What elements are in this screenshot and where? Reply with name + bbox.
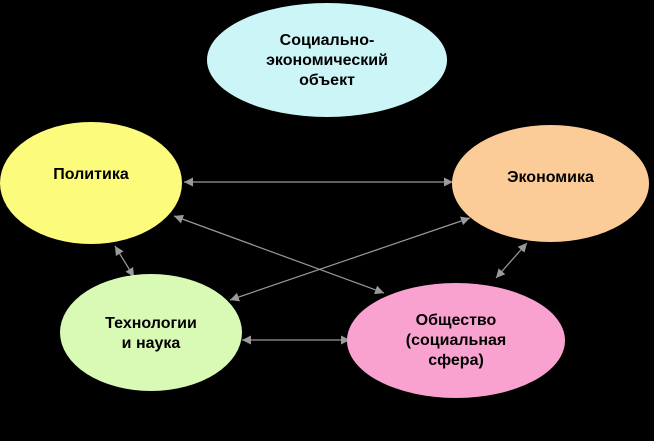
node-technology-science: Технологии и наука	[60, 274, 242, 391]
node-politics: Политика	[0, 122, 182, 244]
node-label: Экономика	[507, 168, 594, 186]
node-label: Общество (социальная сфера)	[405, 311, 507, 369]
node-society: Общество (социальная сфера)	[347, 283, 565, 398]
node-label: Технологии и наука	[105, 314, 197, 352]
node-socio-economic-object: Социально- экономический объект	[207, 3, 447, 117]
node-label: Политика	[53, 166, 129, 183]
edge-politics-society	[173, 214, 385, 295]
edge-economy-tech	[229, 216, 471, 302]
edge-politics-tech	[114, 245, 135, 278]
node-label: Социально- экономический объект	[266, 32, 388, 89]
node-economy: Экономика	[452, 125, 649, 242]
edge-economy-society	[495, 242, 528, 279]
